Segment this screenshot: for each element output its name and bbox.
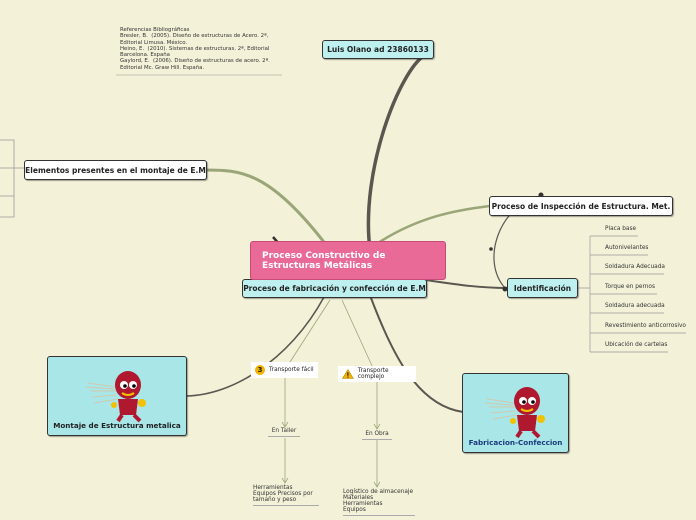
fabricacion-label: Proceso de fabricación y confección de E… xyxy=(243,284,426,293)
reference-line: Editorial Limusa. México. xyxy=(120,39,188,46)
logistico-line: Logístico de almacenaje xyxy=(343,489,414,495)
identificacion-item[interactable]: Revestimiento anticorrosivo xyxy=(605,323,686,329)
transporte-facil-label: Transporte fácil xyxy=(269,367,314,373)
fabricacion-node[interactable]: Proceso de fabricación y confección de E… xyxy=(242,279,427,298)
author-label: Luis Olano ad 23860133 xyxy=(327,45,429,54)
logistico-line: Materiales xyxy=(343,495,374,501)
reference-line: Barcelona. España xyxy=(120,52,170,59)
reference-line: Bresler, B. (2005). Diseño de estructura… xyxy=(120,33,269,40)
herramientas-node[interactable]: Herramientas Equipos Precisos por tamaño… xyxy=(253,485,319,506)
identificacion-item[interactable]: Autonivelantes xyxy=(605,245,649,251)
identificacion-item[interactable]: Torque en pernos xyxy=(605,284,655,290)
identificacion-item[interactable]: Soldadura adecuada xyxy=(605,303,665,309)
fabricacion-confeccion-label: Fabricacion-Confeccion xyxy=(468,438,563,447)
en-obra-node[interactable]: En Obra xyxy=(362,431,392,440)
mascot-icon xyxy=(485,387,545,439)
central-topic[interactable]: Proceso Constructivo de Estructuras Metá… xyxy=(250,241,446,280)
identificacion-item[interactable]: Ubicación de cartelas xyxy=(605,342,668,348)
elementos-node[interactable]: Elementos presentes en el montaje de E.M xyxy=(24,160,207,180)
transporte-facil-node[interactable]: 3 Transporte fácil xyxy=(251,362,318,378)
warning-icon xyxy=(342,369,354,379)
logistico-line: Equipos xyxy=(343,507,366,513)
reference-line: Referencias Bibliográficas xyxy=(120,27,190,33)
author-node[interactable]: Luis Olano ad 23860133 xyxy=(322,40,434,59)
montaje-label: Montaje de Estructura metalica xyxy=(53,421,181,430)
inspeccion-label: Proceso de Inspección de Estructura. Met… xyxy=(491,201,671,211)
logistico-node[interactable]: Logístico de almacenaje Materiales Herra… xyxy=(343,489,415,516)
identificacion-label: Identificación xyxy=(513,283,572,293)
reference-line: Gaylord, E. (2006). Diseño de estructura… xyxy=(120,58,270,65)
logistico-line: Herramientas xyxy=(343,501,383,507)
reference-line: Editorial Mc. Graw Hill. España. xyxy=(120,64,205,71)
transporte-complejo-label: Transporte complejo xyxy=(357,368,389,380)
mascot-icon xyxy=(86,371,146,423)
central-title-line-2: Estructuras Metálicas xyxy=(262,261,373,271)
transporte-complejo-node[interactable]: Transporte complejo xyxy=(338,366,416,382)
reference-line: Heino, E. (2010). Sistemas de estructura… xyxy=(120,45,270,52)
elementos-label: Elementos presentes en el montaje de E.M xyxy=(25,165,206,175)
central-title-line-1: Proceso Constructivo de xyxy=(262,251,386,261)
identificacion-node[interactable]: Identificación xyxy=(507,278,578,298)
inspeccion-node[interactable]: Proceso de Inspección de Estructura. Met… xyxy=(489,196,673,216)
en-taller-node[interactable]: En Taller xyxy=(268,428,300,437)
montaje-node[interactable]: Montaje de Estructura metalica xyxy=(47,356,187,436)
herramientas-line: Herramientas xyxy=(253,485,293,491)
identificacion-item[interactable]: Soldadura Adecuada xyxy=(605,264,665,270)
identificacion-item[interactable]: Placa base xyxy=(605,226,637,232)
references-note: Referencias Bibliográficas Bresler, B. (… xyxy=(120,27,280,71)
herramientas-line: Equipos Precisos por xyxy=(253,491,313,497)
priority-3-icon: 3 xyxy=(255,365,265,375)
herramientas-line: tamaño y peso xyxy=(253,497,297,503)
fabricacion-confeccion-node[interactable]: Fabricacion-Confeccion xyxy=(462,373,569,453)
